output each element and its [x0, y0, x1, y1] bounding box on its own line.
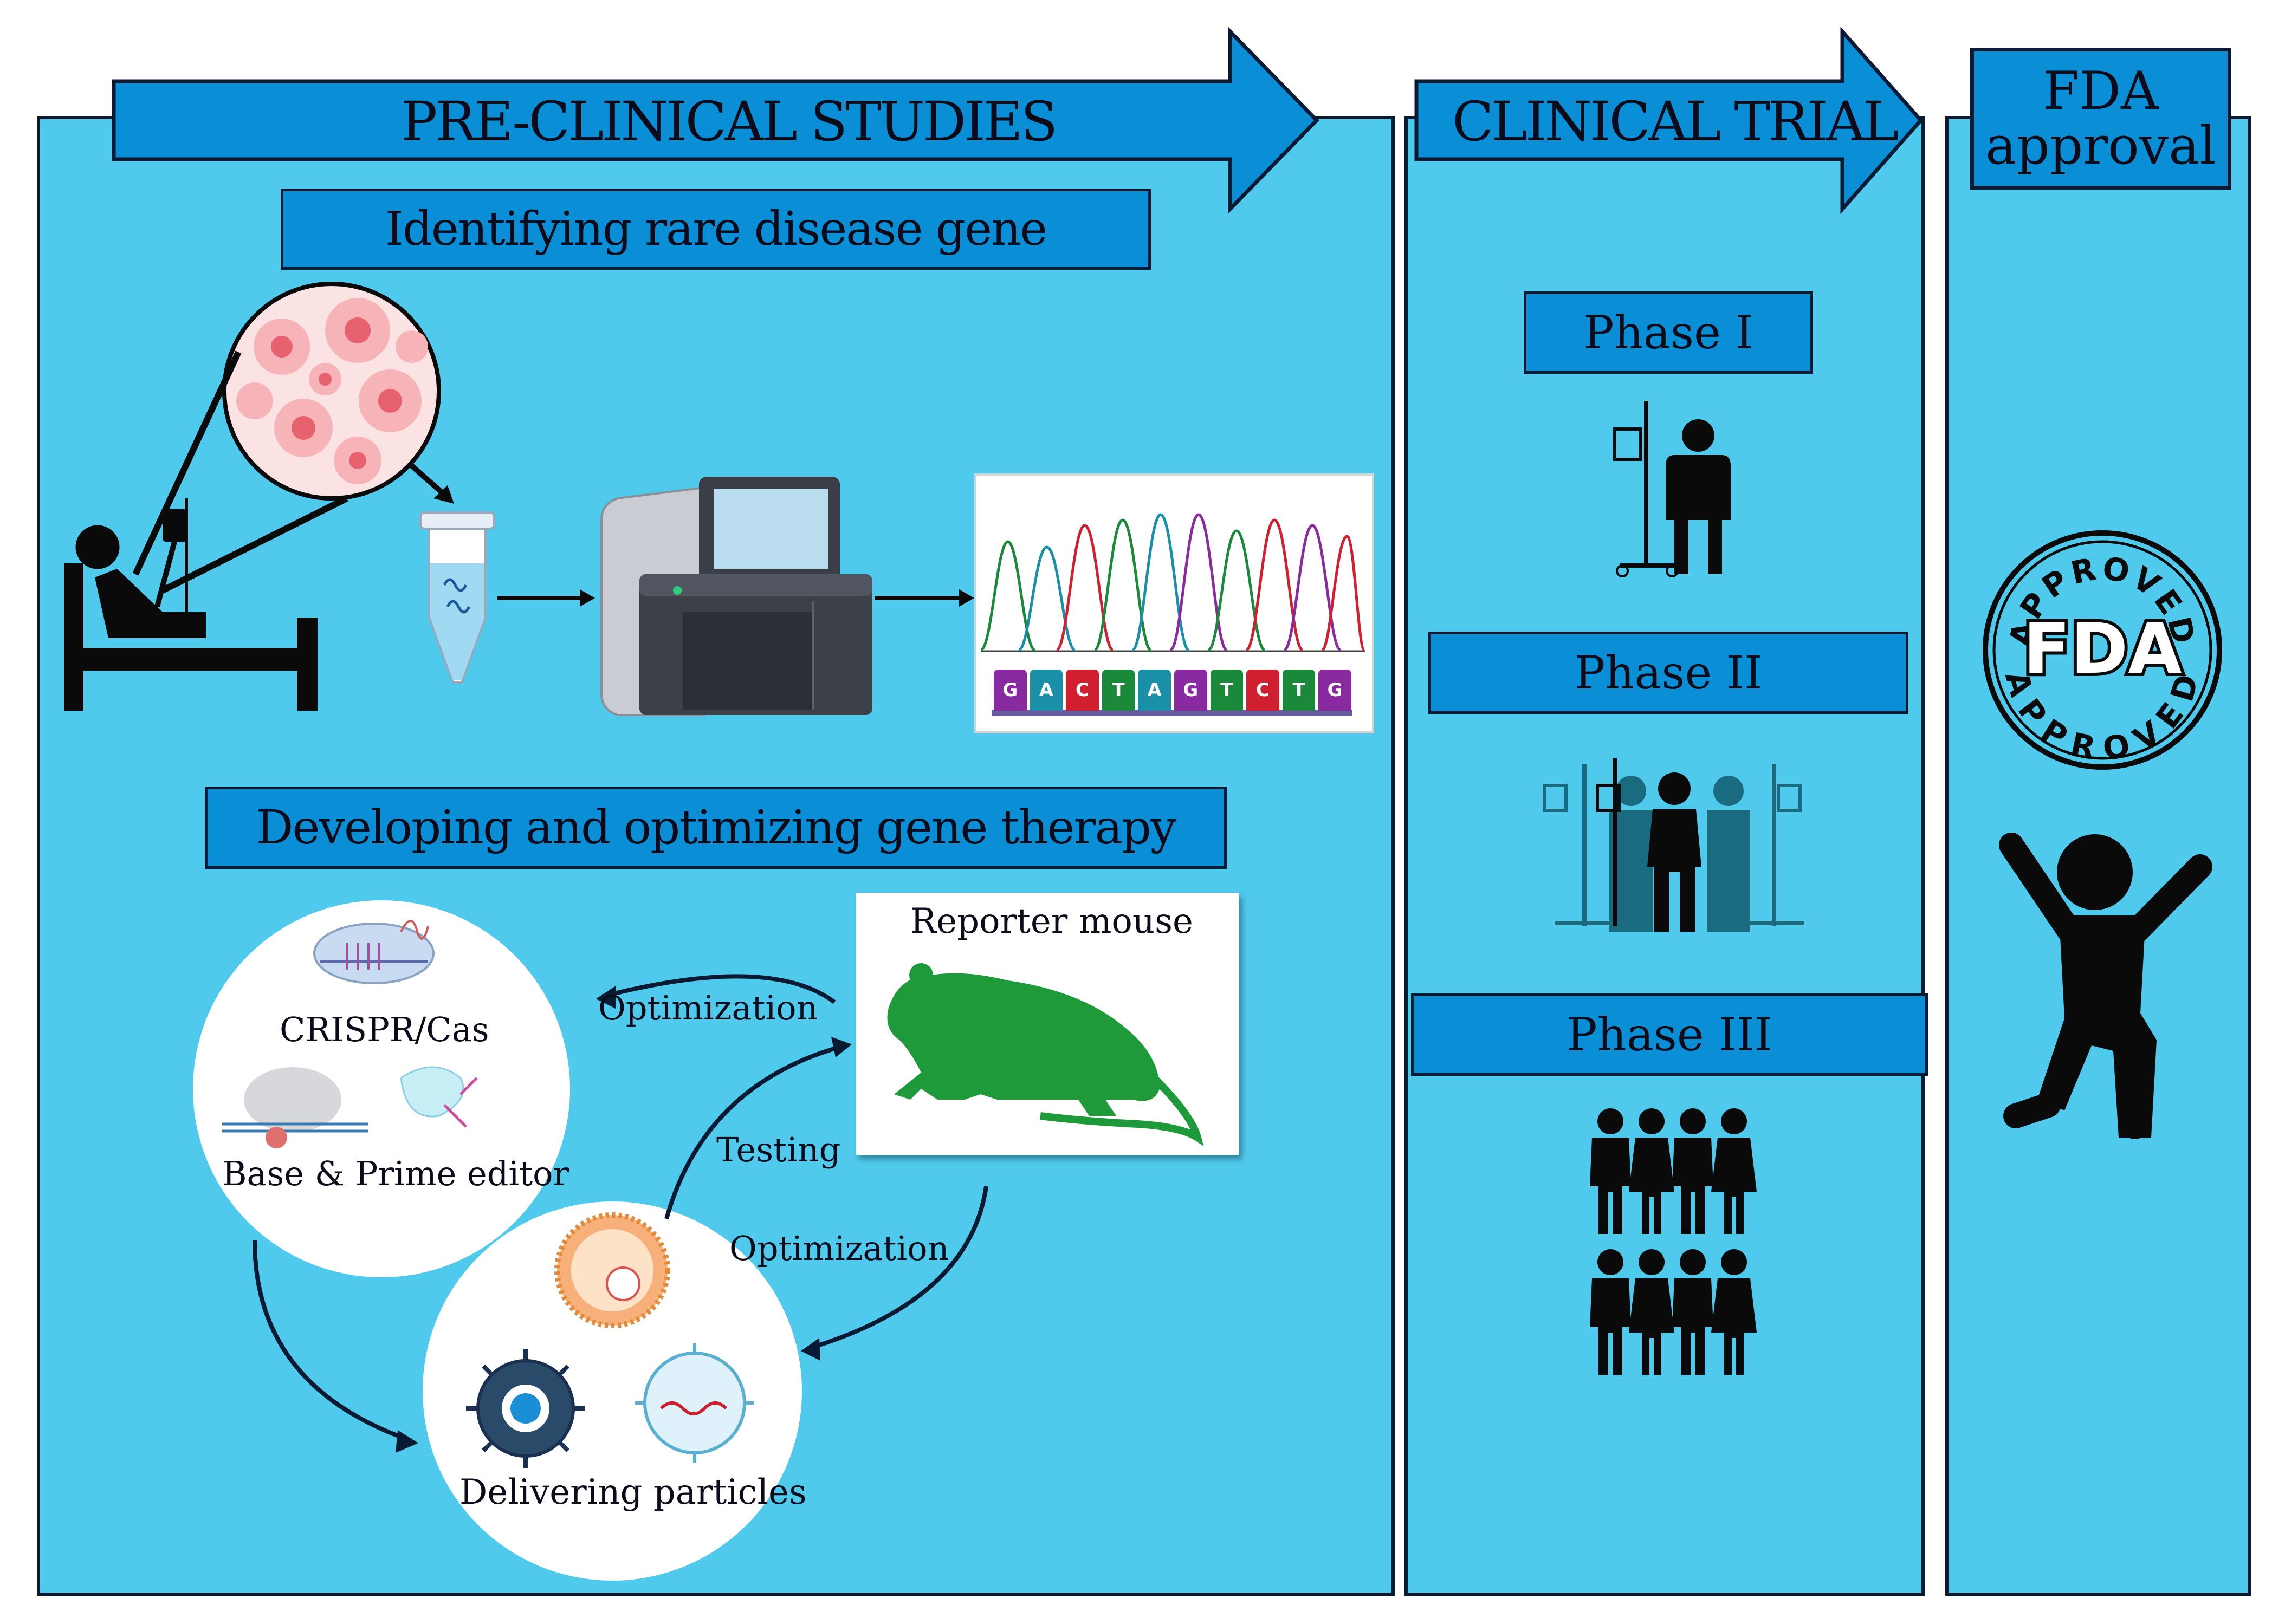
crispr-cas-label: CRISPR/Cas: [280, 1010, 489, 1049]
sequence-letter: A: [1030, 670, 1063, 711]
identify-gene-box: Identifying rare disease gene: [281, 189, 1151, 270]
fda-banner-line2: approval: [1985, 115, 2216, 176]
testing-label: Testing: [716, 1130, 841, 1170]
sequence-letter: G: [1174, 670, 1207, 711]
develop-therapy-box: Developing and optimizing gene therapy: [205, 787, 1227, 869]
person-figure: [1590, 1108, 1631, 1234]
sequence-letter: T: [1282, 670, 1316, 711]
person-figure: [1629, 1249, 1674, 1375]
seal-center-text: FDA: [2023, 609, 2182, 690]
preclinical-banner-title: PRE-CLINICAL STUDIES: [401, 90, 1058, 153]
sequence-letter: G: [994, 670, 1027, 711]
sequence-letter: A: [1138, 670, 1171, 711]
person-figure: [1711, 1249, 1757, 1375]
sequence-letter: C: [1246, 670, 1279, 711]
sequence-letter: G: [1318, 670, 1351, 711]
sequence-letter: C: [1066, 670, 1099, 711]
person-figure: [1590, 1249, 1631, 1375]
optimization-bottom-label: Optimization: [729, 1229, 949, 1268]
fda-banner-line1: FDA: [2043, 61, 2159, 122]
optimization-top-label: Optimization: [598, 988, 818, 1028]
phase-3-box: Phase III: [1411, 993, 1928, 1076]
phase-1-box: Phase I: [1524, 291, 1813, 374]
phase-2-box: Phase II: [1428, 632, 1908, 714]
reporter-mouse-title: Reporter mouse: [910, 901, 1193, 941]
person-figure: [1672, 1249, 1713, 1375]
delivering-particles-label: Delivering particles: [459, 1472, 807, 1512]
sequence-letters-row: G A C T A G T C T G: [994, 670, 1351, 711]
base-prime-editor-label: Base & Prime editor: [222, 1154, 569, 1193]
person-figure: [1629, 1108, 1674, 1234]
person-figure: [1672, 1108, 1713, 1234]
fda-approval-banner: FDA approval: [1970, 48, 2231, 190]
sequence-letter: T: [1210, 670, 1244, 711]
person-figure: [1711, 1108, 1757, 1234]
sequence-letter: T: [1102, 670, 1135, 711]
clinical-banner-title: CLINICAL TRIAL: [1452, 90, 1899, 153]
